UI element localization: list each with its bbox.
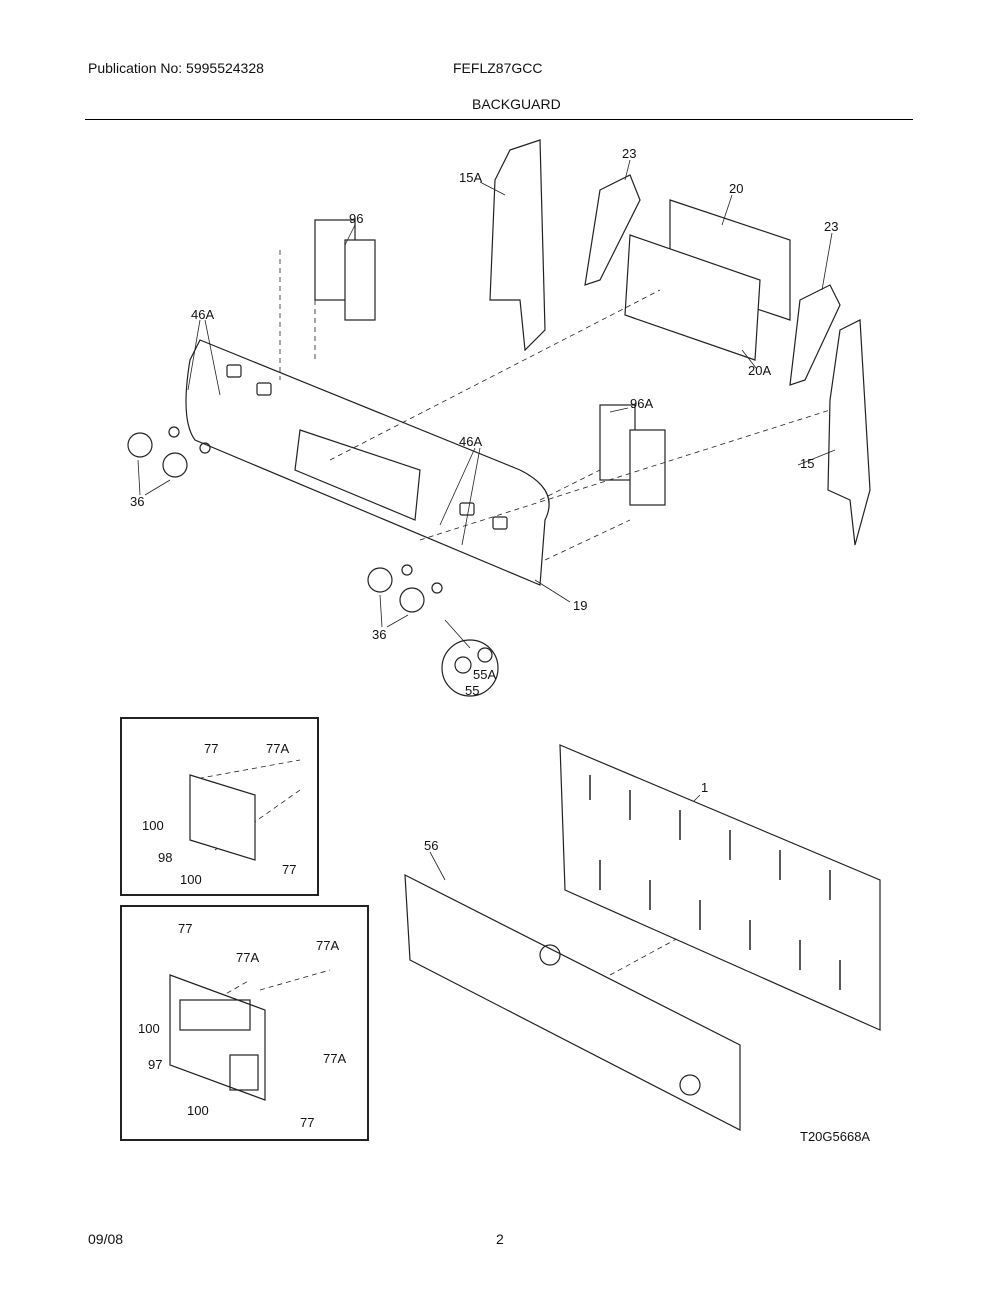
inset1-callout-77b: 77 xyxy=(282,862,297,877)
callout-36b: 36 xyxy=(372,627,387,642)
header-divider xyxy=(85,119,913,120)
inset1-callout-100b: 100 xyxy=(180,872,202,887)
publication-number: Publication No: 5995524328 xyxy=(88,60,264,76)
callout-23: 23 xyxy=(622,146,637,161)
page-number: 2 xyxy=(496,1231,504,1247)
callout-55: 55 xyxy=(465,683,480,698)
inset2-callout-77: 77 xyxy=(178,921,193,936)
display-window xyxy=(294,429,421,521)
console-panel xyxy=(185,339,550,586)
callout-36: 36 xyxy=(130,494,145,509)
callout-55a: 55A xyxy=(473,667,497,682)
section-title: BACKGUARD xyxy=(472,96,561,112)
callout-1: 1 xyxy=(701,780,709,795)
callout-20a: 20A xyxy=(748,363,772,378)
footer-date: 09/08 xyxy=(88,1231,124,1247)
inset2-callout-77a: 77A xyxy=(236,950,260,965)
inset2-callout-77a-b: 77A xyxy=(316,938,340,953)
inset2-callout-97: 97 xyxy=(148,1057,163,1072)
callout-96a: 96A xyxy=(630,396,654,411)
inset1-callout-100: 100 xyxy=(142,818,164,833)
callout-20: 20 xyxy=(729,181,744,196)
callout-96: 96 xyxy=(349,211,364,226)
callout-15: 15 xyxy=(800,456,815,471)
model-number: FEFLZ87GCC xyxy=(453,60,543,76)
callout-56: 56 xyxy=(424,838,439,853)
callout-46a: 46A xyxy=(191,307,215,322)
inset2-callout-100b: 100 xyxy=(187,1103,209,1118)
inset2-callout-77b: 77 xyxy=(300,1115,315,1130)
inset1-callout-77: 77 xyxy=(204,741,219,756)
inset2-callout-100: 100 xyxy=(138,1021,160,1036)
callout-19: 19 xyxy=(573,598,588,613)
drawing-code: T20G5668A xyxy=(800,1129,871,1144)
inset2-callout-77a-c: 77A xyxy=(323,1051,347,1066)
callout-46a-b: 46A xyxy=(459,434,483,449)
inset1-callout-98: 98 xyxy=(158,850,173,865)
inset1-callout-77a: 77A xyxy=(266,741,290,756)
callout-15a: 15A xyxy=(459,170,483,185)
callout-23b: 23 xyxy=(824,219,839,234)
